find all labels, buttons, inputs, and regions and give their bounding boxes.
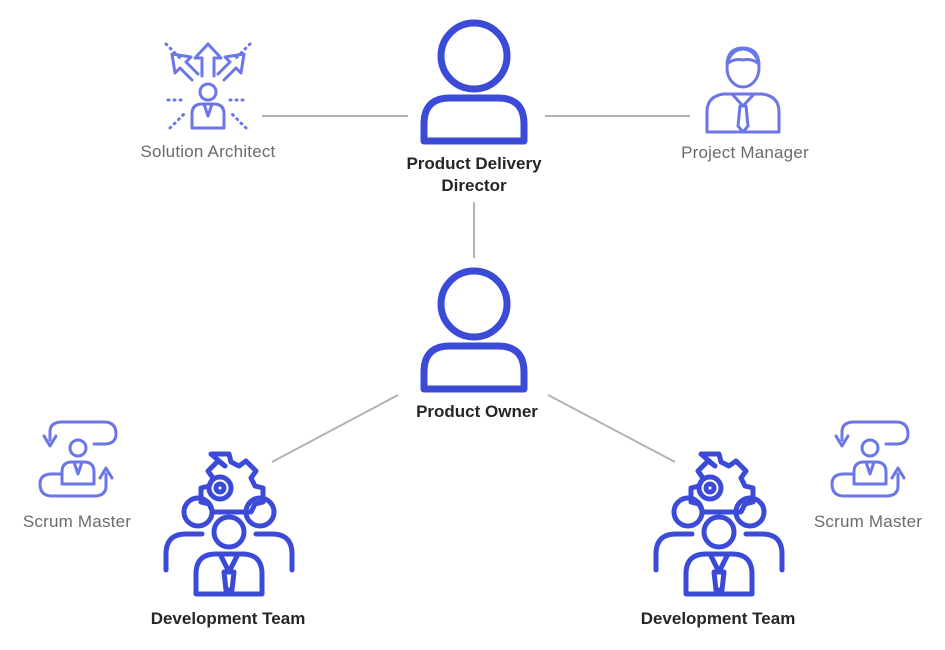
product-owner-label: Product Owner xyxy=(416,402,538,421)
solution-architect-label: Solution Architect xyxy=(140,142,276,161)
director-label-line1: Product Delivery xyxy=(406,154,542,173)
scrum-master-right-icon xyxy=(830,420,910,498)
director-label-line2: Director xyxy=(441,176,507,195)
dev-team-left-icon xyxy=(163,451,295,597)
scrum-master-left-icon xyxy=(38,420,118,498)
dev-team-right-icon xyxy=(653,451,785,597)
director-person-icon xyxy=(420,19,528,145)
connector-owner-team-right xyxy=(547,394,676,463)
solution-architect-icon xyxy=(164,42,252,130)
dev-team-left-label: Development Team xyxy=(150,609,306,628)
manager-tie-icon xyxy=(705,46,781,134)
scrum-master-right-label: Scrum Master xyxy=(813,512,923,531)
director-label: Product Delivery Director xyxy=(374,153,574,197)
owner-person-icon xyxy=(420,267,528,393)
project-manager-label: Project Manager xyxy=(681,143,809,162)
connector-owner-team-left xyxy=(271,394,399,463)
scrum-master-left-label: Scrum Master xyxy=(22,512,132,531)
dev-team-right-label: Development Team xyxy=(640,609,796,628)
